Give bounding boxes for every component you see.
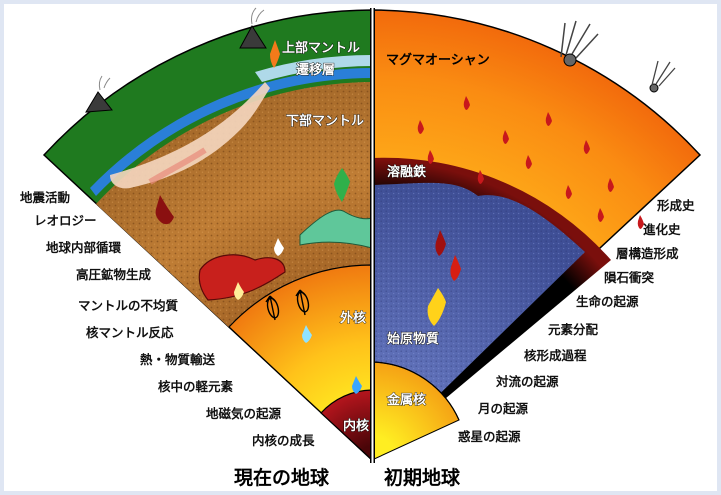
topic-label: レオロジー	[34, 213, 97, 228]
topic-label: 元素分配	[548, 322, 599, 337]
magma-drops	[417, 96, 644, 229]
upper-mantle-label: 上部マントル	[282, 40, 360, 56]
red-drop-icon	[435, 230, 446, 256]
present-topics: 地震活動 レオロジー 地球内部循環 高圧鉱物生成 マントルの不均質 核マントル反…	[20, 190, 315, 448]
present-earth-sector: 上部マントル 遷移層 下部マントル 外核 内核	[42, 7, 373, 462]
topic-label: 核形成過程	[524, 348, 587, 363]
topic-label: 層構造形成	[616, 246, 679, 261]
transition-zone-label: 遷移層	[296, 62, 335, 78]
red-drop-icon	[155, 195, 174, 225]
lower-mantle-label: 下部マントル	[286, 113, 364, 129]
convection-arrow-icon	[265, 289, 310, 321]
topic-label: 隕石衝突	[604, 270, 655, 285]
topic-label: 高圧鉱物生成	[76, 267, 152, 282]
molten-iron-label: 溶融鉄	[387, 164, 426, 180]
early-earth-sector: マグマオーシャン 溶融鉄 始原物質 金属核	[371, 9, 702, 462]
mantle-heterogeneity	[299, 209, 373, 249]
topic-label: 惑星の起源	[458, 429, 521, 444]
topic-label: 核マントル反応	[86, 325, 174, 340]
topic-label: 形成史	[657, 198, 695, 213]
white-drop-icon	[274, 238, 284, 256]
topic-label: マントルの不均質	[78, 298, 179, 313]
inner-core-label: 内核	[343, 418, 369, 434]
topic-label: 地磁気の起源	[206, 406, 282, 421]
topic-label: 内核の成長	[252, 433, 315, 448]
cyan-drop-icon	[302, 325, 312, 343]
red-drop-icon	[450, 255, 461, 281]
topic-label: 対流の起源	[495, 374, 559, 389]
metal-core-label: 金属核	[386, 392, 426, 408]
topic-label: 熱・物質輸送	[140, 352, 216, 367]
yellow-drop-icon	[234, 282, 244, 300]
meteorite-icon	[560, 20, 599, 67]
orange-drop-icon	[270, 40, 280, 68]
meteorite-icon	[649, 60, 676, 93]
present-earth-caption: 現在の地球	[234, 466, 330, 489]
outer-core-label: 外核	[339, 310, 366, 326]
topic-label: 地震活動	[20, 190, 70, 205]
volcano-icon	[85, 91, 113, 113]
blue-drop-icon	[352, 376, 362, 394]
early-earth-caption: 初期地球	[384, 466, 461, 489]
topic-label: 地球内部循環	[46, 240, 122, 255]
topic-label: 核中の軽元素	[158, 379, 234, 394]
core-mantle-reaction-zone	[198, 254, 286, 301]
volcano-icon	[239, 25, 267, 49]
topic-label: 進化史	[643, 222, 681, 237]
early-topics: 形成史 進化史 層構造形成 隕石衝突 生命の起源 元素分配 核形成過程 対流の起…	[458, 198, 695, 444]
mantle-plume	[110, 82, 270, 189]
topic-label: 生命の起源	[576, 294, 639, 309]
yellow-drop-icon	[427, 288, 446, 326]
topic-label: 月の起源	[477, 401, 529, 416]
green-drop-icon	[334, 168, 350, 202]
magma-ocean-label: マグマオーシャン	[386, 52, 490, 68]
primordial-material-label: 始原物質	[387, 331, 439, 347]
